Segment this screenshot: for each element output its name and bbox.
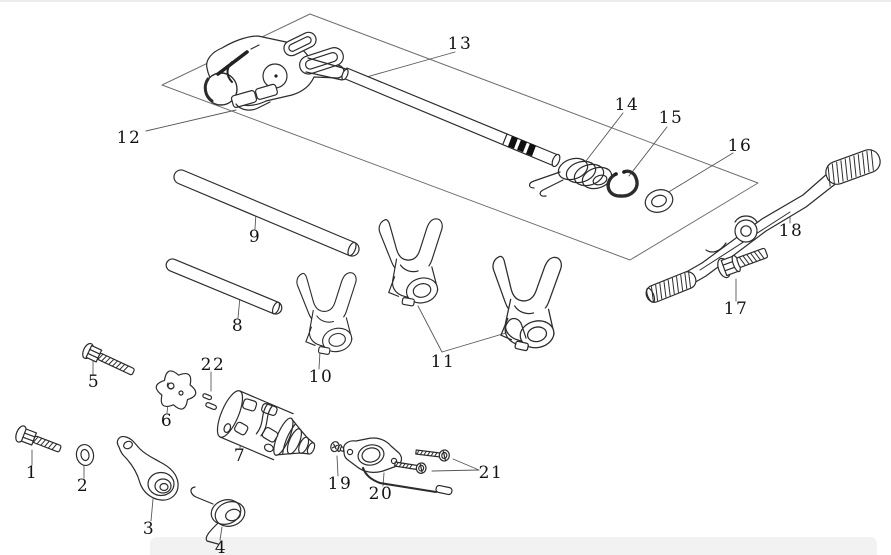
callout-7: 7 [233,446,247,466]
callout-11: 11 [430,352,456,372]
part-3-stopper-arm [116,436,179,501]
callout-15: 15 [658,108,684,128]
part-22-dowel-pins [202,393,217,411]
callout-5: 5 [87,372,101,392]
callout-22: 22 [200,355,226,375]
callout-13: 13 [447,34,473,54]
part-13-spindle-shaft [342,67,561,168]
callout-6: 6 [160,411,174,431]
part-9-shift-fork-rod-long [173,169,360,257]
figure-caption: 变速机构 [371,544,543,555]
callout-14: 14 [614,95,640,115]
part-14-torsion-spring [528,157,613,197]
page-top-edge [0,0,891,2]
part-15-circlip [606,169,639,198]
part-6-shift-drum-star-cam [155,370,197,410]
part-18-gear-shift-pedal [645,149,881,303]
part-11-fork-stirrup [504,317,527,345]
part-12-gear-shift-arm [203,31,349,111]
callout-19: 19 [327,474,353,494]
part-4-stopper-spring [190,486,246,545]
callout-3: 3 [142,519,156,539]
callout-2: 2 [76,476,90,496]
part-7-gear-shift-drum [216,390,316,461]
part-8-shift-fork-rod-short [165,258,283,315]
callout-9: 9 [248,227,262,247]
part-17-pedal-bolt [717,247,769,279]
callout-4: 4 [214,538,228,555]
callout-17: 17 [723,299,749,319]
callout-12: 12 [116,128,142,148]
part-21-contact-screws [394,449,450,474]
callout-16: 16 [727,136,753,156]
callout-20: 20 [368,484,394,504]
callout-18: 18 [778,221,804,241]
part-11-shift-fork-a [378,218,443,307]
callout-10: 10 [308,367,334,387]
part-20-neutral-cam-plate [343,437,453,496]
leader-lines [31,51,791,541]
part-16-washer [644,189,674,213]
part-2-washer [75,443,95,467]
part-5-flange-bolt [82,342,135,376]
callout-1: 1 [25,463,39,483]
table-top-edge [150,537,877,555]
callout-8: 8 [231,316,245,336]
part-10-shift-fork [296,272,357,356]
callout-21: 21 [478,463,504,483]
part-1-flange-bolt [15,425,62,453]
